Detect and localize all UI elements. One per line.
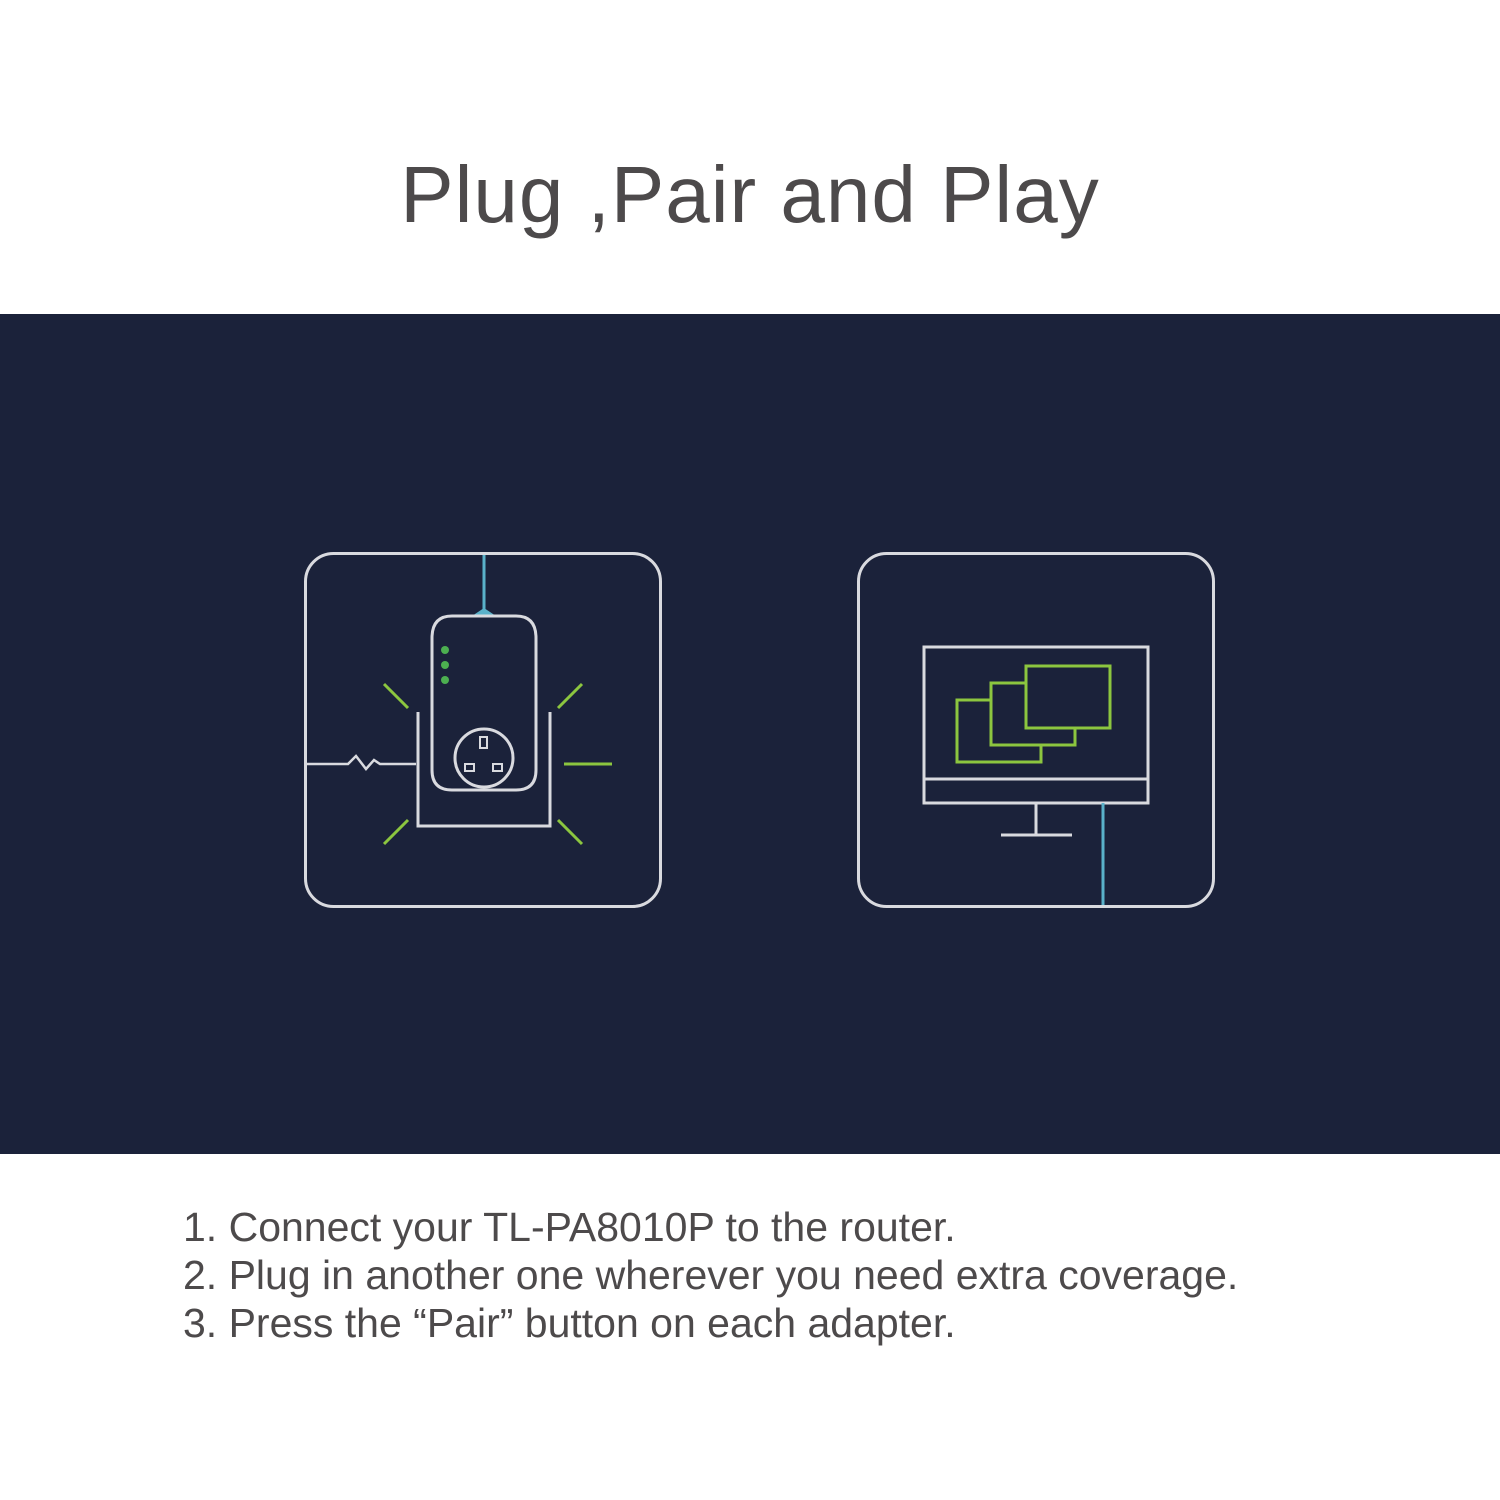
step-item: 2. Plug in another one wherever you need… xyxy=(183,1252,1239,1298)
powerline-adapter-icon xyxy=(304,552,662,908)
illustration-banner xyxy=(0,314,1500,1154)
step-item: 3. Press the “Pair” button on each adapt… xyxy=(183,1300,956,1346)
page-title: Plug ,Pair and Play xyxy=(400,150,1100,239)
desktop-monitor-icon xyxy=(857,552,1215,908)
powerline-adapter-tile xyxy=(304,552,662,908)
step-item: 1. Connect your TL-PA8010P to the router… xyxy=(183,1204,956,1250)
setup-steps: 1. Connect your TL-PA8010P to the router… xyxy=(183,1203,1238,1347)
desktop-monitor-tile xyxy=(857,552,1215,908)
